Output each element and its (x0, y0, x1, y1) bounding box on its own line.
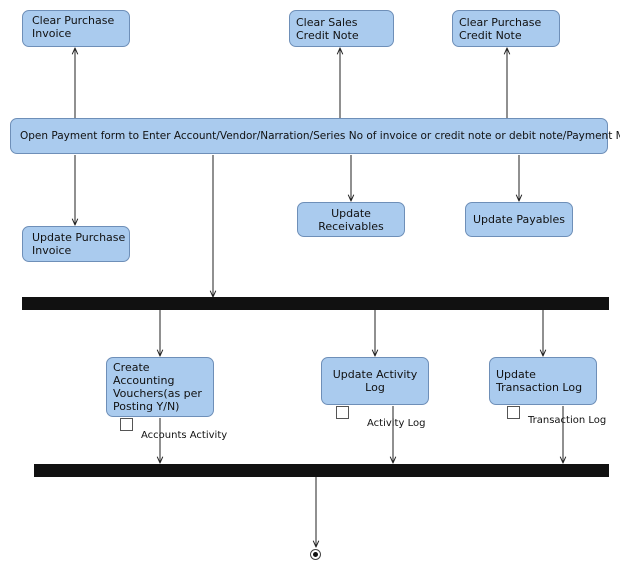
transaction-log-datastore-icon (507, 406, 520, 419)
update-payables-label: Update Payables (472, 213, 565, 226)
activity-log-datastore-icon (336, 406, 349, 419)
join-bar (34, 464, 609, 477)
clear-purchase-credit-note-node: Clear Purchase Credit Note (452, 10, 560, 47)
update-transaction-log-node: Update Transaction Log (489, 357, 597, 405)
transaction-log-label: Transaction Log (528, 415, 607, 426)
update-transaction-log-label: Update Transaction Log (496, 368, 583, 394)
create-accounting-vouchers-label: Create Accounting Vouchers(as per Postin… (113, 361, 202, 413)
final-node-icon (310, 549, 321, 560)
clear-purchase-credit-note-label: Clear Purchase Credit Note (459, 16, 542, 42)
accounts-activity-datastore-icon (120, 418, 133, 431)
fork-bar (22, 297, 609, 310)
clear-purchase-invoice-label: Clear Purchase Invoice (32, 14, 115, 40)
update-purchase-invoice-label: Update Purchase Invoice (32, 231, 126, 257)
update-activity-log-node: Update Activity Log (321, 357, 429, 405)
accounts-activity-label: Accounts Activity (141, 430, 228, 441)
clear-sales-credit-note-node: Clear Sales Credit Note (289, 10, 394, 47)
update-purchase-invoice-node: Update Purchase Invoice (22, 226, 130, 262)
update-receivables-label: Update Receivables (318, 206, 384, 233)
open-payment-form-node: Open Payment form to Enter Account/Vendo… (10, 118, 620, 154)
create-accounting-vouchers-node: Create Accounting Vouchers(as per Postin… (106, 357, 214, 417)
update-receivables-node: Update Receivables (297, 202, 405, 237)
update-activity-log-label: Update Activity Log (332, 368, 418, 394)
activity-log-label: Activity Log (367, 418, 426, 429)
open-payment-form-label: Open Payment form to Enter Account/Vendo… (20, 129, 620, 142)
update-payables-node: Update Payables (465, 202, 573, 237)
clear-sales-credit-note-label: Clear Sales Credit Note (296, 16, 359, 42)
clear-purchase-invoice-node: Clear Purchase Invoice (22, 10, 130, 47)
